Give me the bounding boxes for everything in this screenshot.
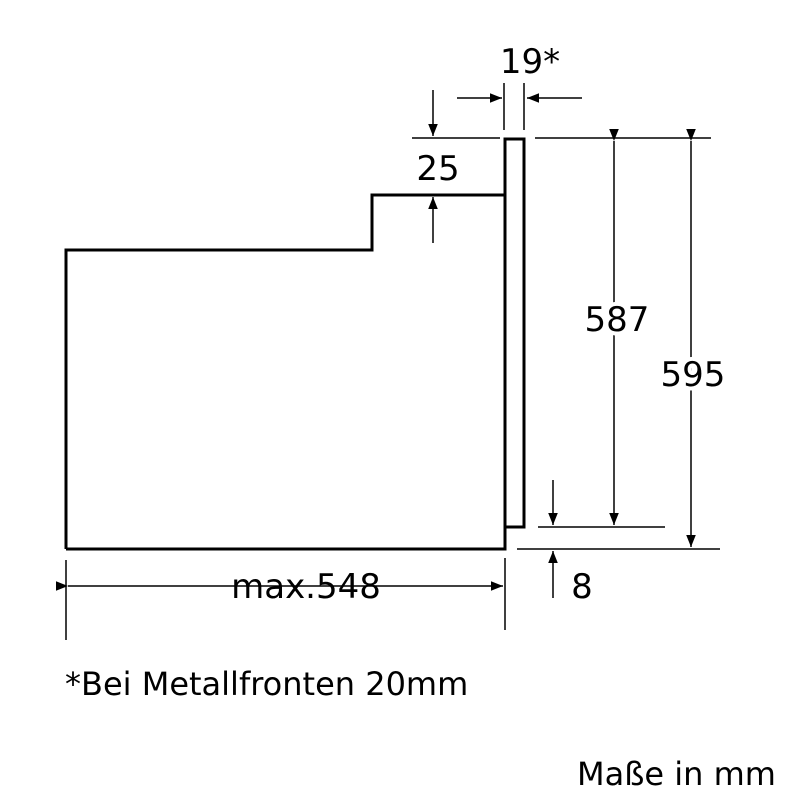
dimension-front-thickness [457,83,582,130]
footnote: *Bei Metallfronten 20mm [65,665,468,703]
dimension-top-step [412,90,711,243]
dimension-label-front-height: 595 [661,355,726,395]
dimension-label-bottom-offset: 8 [571,567,593,607]
appliance-body-outline [64,193,505,549]
units-note: Maße in mm [577,755,776,793]
dimension-depth [56,558,506,640]
front-panel-outline [503,137,526,529]
dimension-label-depth: max.548 [231,567,381,607]
dimension-label-front-inner-height: 587 [585,300,650,340]
dimension-front-heights [517,129,720,550]
appliance-body-bottom [66,528,507,551]
dimension-label-top-step: 25 [416,149,459,189]
dimension-label-front-thickness: 19* [500,42,560,82]
